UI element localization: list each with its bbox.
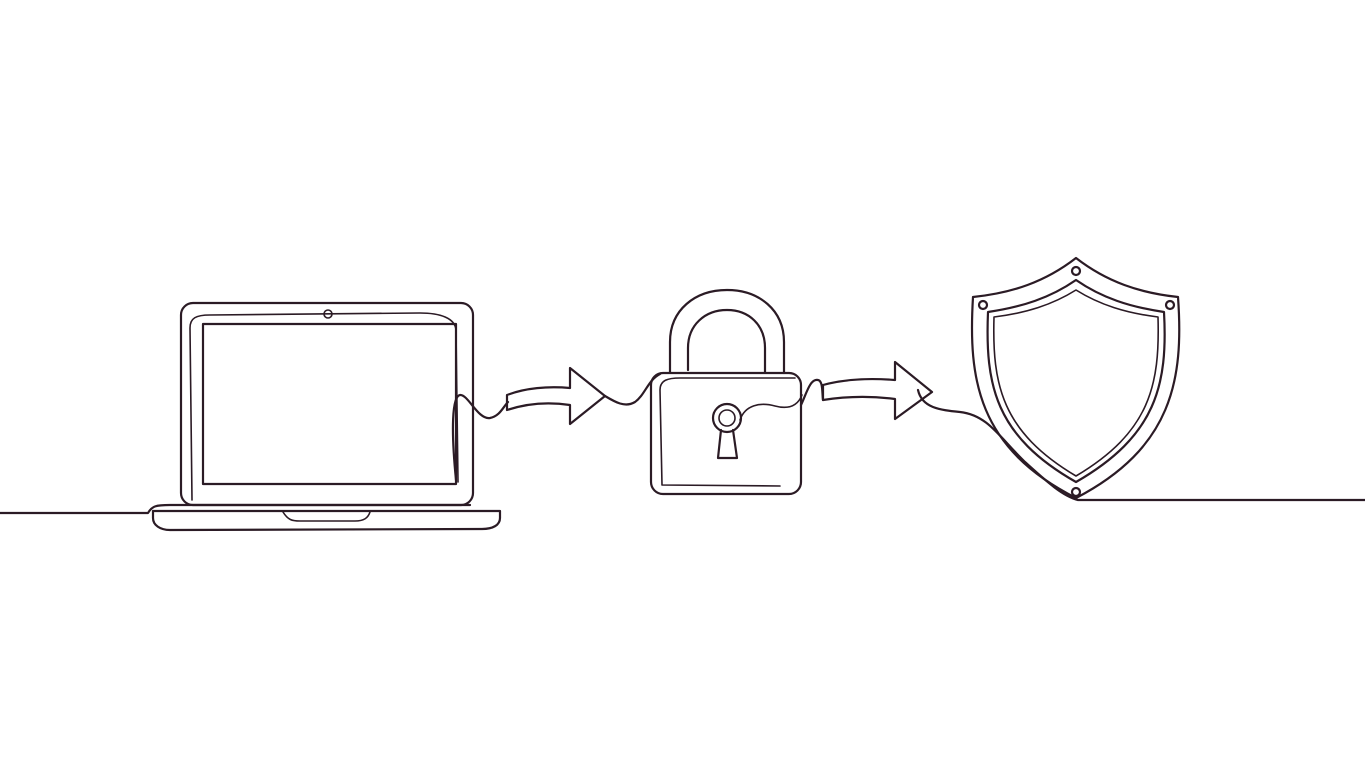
rivet-icon [1164,299,1176,311]
rivet-icon [1070,486,1082,498]
arrow-right-icon [821,360,934,421]
rivet-icon [1070,265,1082,277]
connector-line [799,378,825,407]
arrow-right-icon [505,366,607,426]
laptop-icon [151,301,502,532]
webcam-icon [323,309,333,319]
connector-line [451,393,510,482]
shield-icon [970,256,1181,500]
padlock-icon [649,288,803,496]
rivet-icon [977,299,989,311]
keyhole-icon [711,402,743,434]
baseline-left [0,503,472,515]
